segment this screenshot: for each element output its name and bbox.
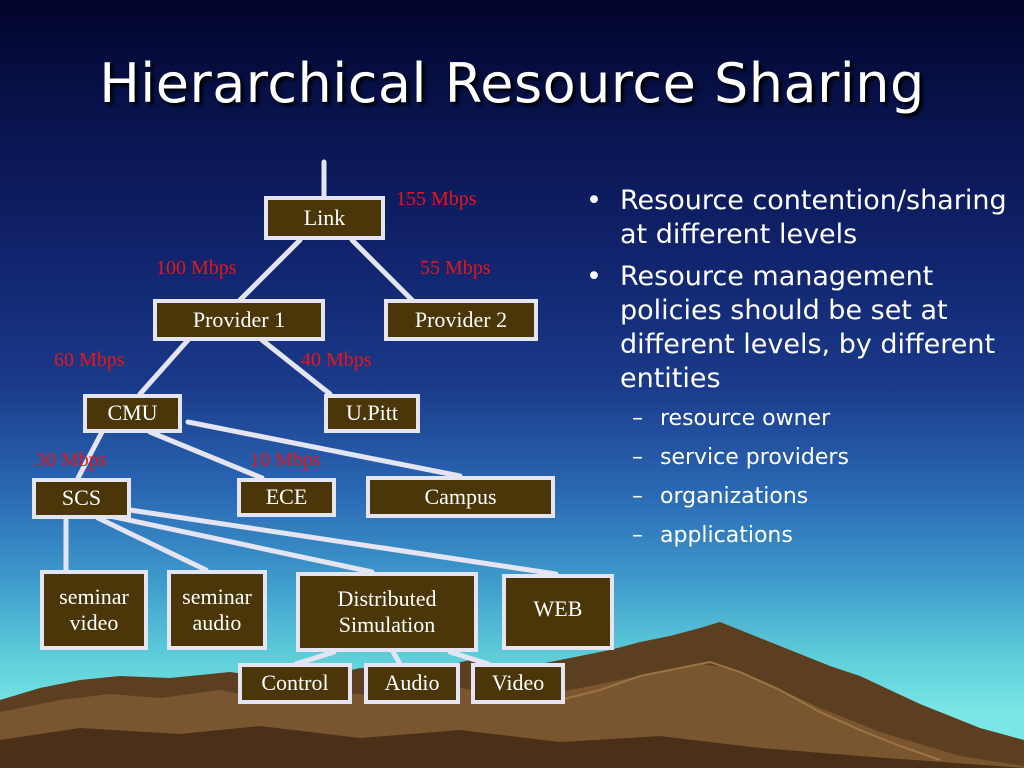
node-audio: Audio (364, 663, 460, 704)
bandwidth-link: 155 Mbps (396, 188, 477, 210)
node-web: WEB (502, 574, 614, 650)
node-provider-1: Provider 1 (153, 299, 325, 341)
edge-provider1-upitt (259, 337, 333, 397)
node-upitt: U.Pitt (324, 394, 420, 433)
sub-bullet-item: –service providers (614, 445, 1020, 471)
dash-icon: – (632, 522, 643, 548)
edge-sim-control (293, 649, 337, 667)
sub-bullet-list: –resource owner –service providers –orga… (620, 406, 1020, 549)
node-link-label: Link (303, 204, 346, 230)
edge-link-provider2 (349, 237, 415, 303)
dash-icon: – (632, 406, 643, 432)
node-provider-2-label: Provider 2 (414, 306, 508, 332)
edge-sim-video (447, 649, 491, 667)
node-link: Link (264, 196, 385, 240)
edge-provider1-cmu (137, 337, 191, 397)
node-web-label: WEB (533, 596, 583, 621)
bullet-item: • Resource management policies should be … (580, 260, 1020, 549)
bandwidth-provider-1: 100 Mbps (156, 257, 237, 279)
bullet-dot-icon: • (586, 185, 602, 216)
edge-scs-web (127, 507, 559, 577)
sub-bullet-text: applications (660, 522, 793, 548)
sub-bullet-text: resource owner (660, 406, 831, 432)
node-upitt-label: U.Pitt (346, 400, 398, 426)
node-video-label: Video (491, 670, 545, 696)
node-distributed-simulation-line2: Simulation (338, 612, 436, 637)
node-provider-1-label: Provider 1 (192, 306, 286, 332)
edge-link-provider1 (237, 237, 303, 303)
mountain-ridge (559, 660, 941, 761)
bandwidth-scs: 30 Mbps (36, 449, 107, 471)
bandwidth-upitt: 40 Mbps (301, 349, 372, 371)
dash-icon: – (632, 445, 643, 471)
bandwidth-cmu: 60 Mbps (54, 349, 125, 371)
node-video: Video (471, 663, 565, 704)
edge-cmu-scs (75, 429, 105, 481)
node-ece-label: ECE (265, 484, 308, 510)
node-distributed-simulation-line1: Distributed (337, 585, 437, 611)
node-scs: SCS (32, 478, 131, 519)
sub-bullet-item: –applications (614, 523, 1020, 549)
node-cmu: CMU (83, 394, 182, 433)
node-control-label: Control (261, 670, 329, 696)
edge-scs-seminar-audio (95, 515, 209, 573)
edge-scs-distributed-simulation (107, 513, 375, 575)
edge-cmu-campus (185, 419, 463, 479)
node-seminar-video-line1: seminar (59, 583, 129, 609)
node-campus: Campus (366, 476, 555, 518)
edge-cmu-ece (147, 429, 265, 481)
node-campus-label: Campus (424, 483, 497, 509)
node-cmu-label: CMU (107, 400, 158, 426)
node-audio-label: Audio (384, 670, 440, 696)
node-provider-2: Provider 2 (384, 299, 538, 341)
node-scs-label: SCS (61, 485, 102, 511)
sub-bullet-text: service providers (660, 445, 849, 471)
node-seminar-audio-line2: audio (192, 610, 242, 635)
bandwidth-ece: 10 Mbps (250, 449, 321, 471)
bullet-text: Resource management policies should be s… (620, 261, 996, 395)
foothills (0, 726, 1024, 768)
dash-icon: – (632, 484, 643, 509)
bullet-item: • Resource contention/sharing at differen… (580, 184, 1020, 252)
sub-bullet-item: –resource owner (614, 406, 1020, 432)
sub-bullet-item: –organizations (614, 484, 1020, 510)
node-control: Control (238, 663, 352, 704)
node-seminar-video-line2: video (69, 610, 119, 635)
sub-bullet-text: organizations (660, 484, 809, 509)
edge-sim-audio (389, 647, 403, 667)
slide-title: Hierarchical Resource Sharing (99, 52, 925, 115)
bandwidth-provider-2: 55 Mbps (420, 257, 491, 279)
bullet-text: Resource contention/sharing at different… (620, 185, 1007, 251)
bullet-dot-icon: • (586, 261, 602, 293)
bullet-list: • Resource contention/sharing at differen… (580, 184, 1020, 562)
node-seminar-audio-line1: seminar (182, 583, 252, 609)
node-ece: ECE (237, 478, 336, 517)
